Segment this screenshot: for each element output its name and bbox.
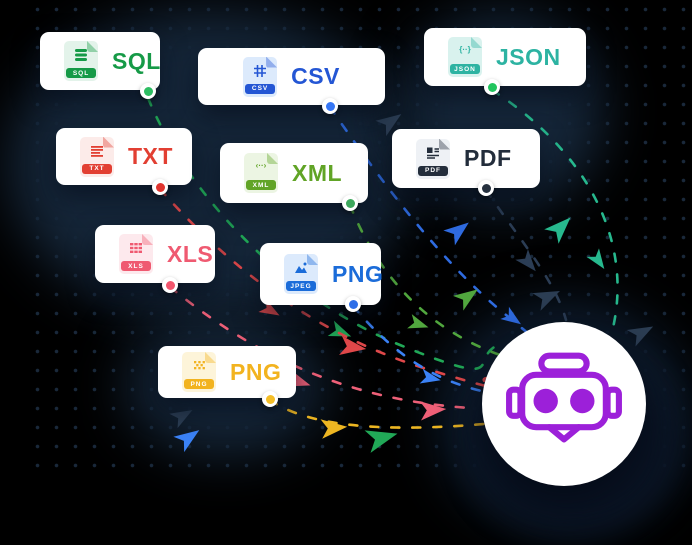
format-label: JSON [496, 43, 561, 70]
file-badge: JSON [450, 64, 480, 74]
connector-dot-png-blue [345, 296, 361, 312]
page-fold-icon [267, 153, 278, 164]
arrowhead [339, 335, 367, 356]
file-badge: CSV [245, 83, 276, 94]
card-xls: XLS XLS [95, 225, 215, 283]
ghost-arrowhead [532, 290, 560, 311]
arrowhead [586, 248, 605, 270]
arrowhead [452, 289, 478, 311]
arrowhead [320, 419, 348, 439]
arrowhead [419, 401, 447, 421]
json-braces-file-icon: {··} JSON [448, 37, 482, 77]
xls-table-file-icon: XLS [119, 234, 153, 274]
angle-brackets-icon: ‹··› [255, 161, 267, 170]
connector-dot-txt [152, 179, 168, 195]
csv-grid-file-icon: CSV [243, 56, 278, 97]
document-icon [427, 147, 439, 159]
image-mountain-icon [295, 262, 307, 273]
file-badge: TXT [82, 163, 112, 174]
arrowhead [364, 430, 398, 453]
card-sql: SQL SQL [40, 32, 160, 90]
file-badge: PDF [418, 165, 448, 176]
connector-dot-csv [322, 98, 338, 114]
trail-sql [146, 96, 498, 453]
card-png-yellow: PNG PNG [158, 346, 296, 398]
format-label: PNG [230, 358, 282, 385]
png-pixel-file-icon: PNG [182, 352, 216, 392]
format-label: PDF [464, 145, 512, 171]
file-badge: PNG [184, 379, 214, 389]
trail-txt [158, 187, 491, 388]
trail-pdf [484, 188, 568, 322]
card-png-blue: JPEG PNG [260, 243, 384, 305]
ghost-arrows [169, 114, 654, 429]
page-fold-icon [103, 136, 114, 148]
page-fold-icon [471, 37, 482, 48]
card-pdf: PDF PDF [392, 129, 540, 188]
txt-lines-file-icon: TXT [80, 136, 114, 177]
format-label: XML [292, 159, 343, 186]
page-fold-icon [87, 41, 98, 52]
trail-png-yellow [268, 398, 486, 439]
ghost-arrowhead [626, 326, 654, 347]
page-fold-icon [205, 352, 216, 363]
format-label: SQL [112, 47, 161, 74]
page-fold-icon [439, 138, 450, 150]
arrowhead [258, 299, 280, 316]
connector-dot-xls [162, 277, 178, 293]
arrowhead [443, 222, 469, 246]
format-label: CSV [291, 63, 340, 89]
format-label: XLS [167, 240, 214, 267]
connector-dot-json [484, 79, 500, 95]
database-icon [75, 49, 87, 61]
connector-dot-xml [342, 195, 358, 211]
arrowhead [419, 368, 441, 384]
arrowhead [173, 430, 200, 453]
arrowhead [544, 217, 571, 244]
arrowhead [327, 320, 352, 337]
page-fold-icon [142, 234, 153, 245]
text-lines-icon [91, 145, 103, 157]
arrowhead [407, 314, 429, 329]
format-label: TXT [128, 143, 173, 169]
pixel-checker-icon [194, 361, 205, 370]
trail-json [490, 88, 619, 334]
pdf-document-file-icon: PDF [416, 138, 450, 179]
page-fold-icon [266, 56, 278, 68]
curly-braces-icon: {··} [459, 45, 471, 54]
connector-dot-png-yellow [262, 391, 278, 407]
ghost-arrowhead [375, 114, 402, 137]
xml-angle-brackets-file-icon: ‹··› XML [244, 153, 278, 193]
card-txt: TXT TXT [56, 128, 192, 185]
ghost-arrowhead [169, 409, 193, 429]
table-cells-icon [130, 243, 142, 253]
card-json: {··} JSON JSON [424, 28, 586, 86]
file-badge: JPEG [286, 281, 316, 291]
grid-icon [254, 64, 267, 77]
card-csv: CSV CSV [198, 48, 385, 105]
file-badge: XML [246, 180, 276, 190]
file-badge: SQL [66, 68, 96, 78]
robot-vr-goggles-icon [506, 352, 622, 443]
card-xml: ‹··› XML XML [220, 143, 368, 203]
sql-database-file-icon: SQL [64, 41, 98, 81]
arrowhead [500, 306, 522, 325]
connector-dot-pdf [478, 180, 494, 196]
robot-circle [482, 322, 646, 486]
format-label: PNG [332, 260, 384, 287]
page-fold-icon [307, 254, 318, 265]
connector-dot-sql [140, 83, 156, 99]
trail-xml [348, 203, 502, 357]
file-badge: XLS [121, 261, 151, 271]
jpeg-image-file-icon: JPEG [284, 254, 318, 294]
trail-png-blue [173, 304, 488, 453]
arrowhead [515, 249, 536, 272]
